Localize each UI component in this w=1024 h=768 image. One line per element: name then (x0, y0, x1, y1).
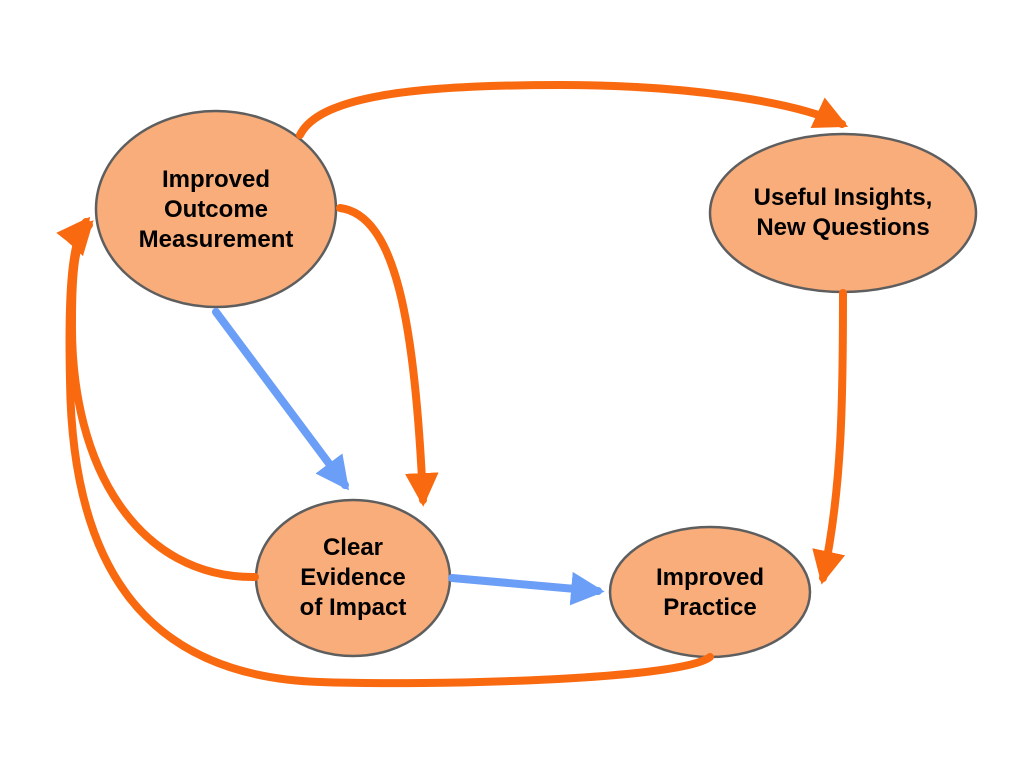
node-measurement-shape (94, 109, 338, 309)
edge-measurement-to-evidence-orange (336, 204, 439, 507)
edge-measurement-to-insights (296, 80, 849, 139)
edge-practice-to-measurement (56, 216, 714, 688)
node-evidence-shape (254, 498, 452, 658)
edge-evidence-to-practice (448, 571, 605, 606)
edge-insights-to-practice (812, 289, 847, 585)
node-practice-shape (608, 525, 812, 659)
node-insights-shape (708, 132, 978, 294)
edge-measurement-to-evidence-blue (212, 308, 350, 491)
